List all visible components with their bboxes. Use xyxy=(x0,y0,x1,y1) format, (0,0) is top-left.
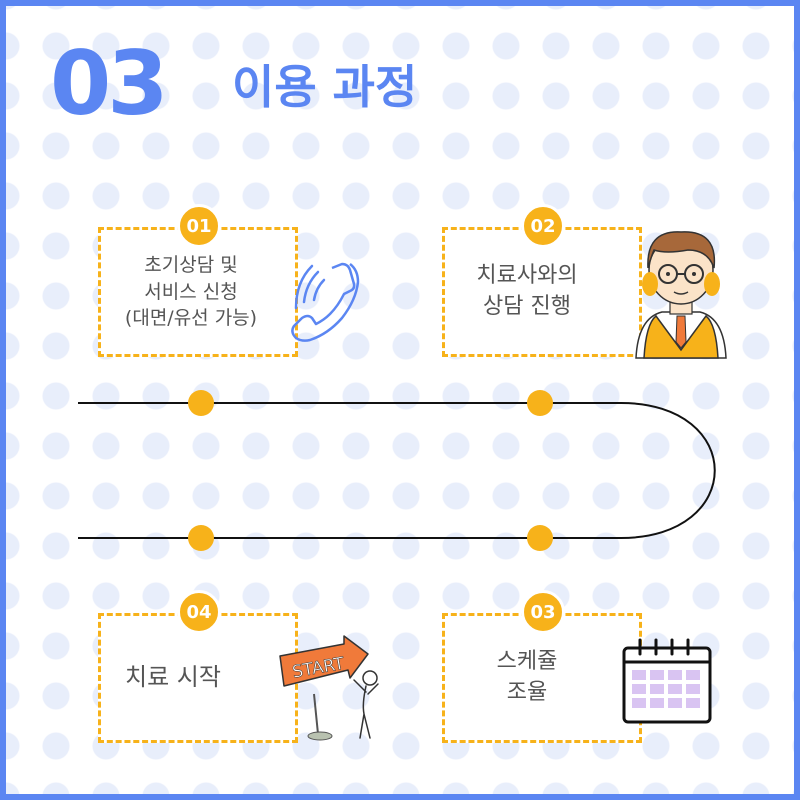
step-label: 초기상담 및 서비스 신청 (대면/유선 가능) xyxy=(124,254,258,330)
route-node-1 xyxy=(188,390,214,416)
calendar-icon xyxy=(622,638,712,724)
step-label: 치료사와의 상담 진행 xyxy=(476,263,578,319)
counselor-illustration xyxy=(635,231,727,359)
page-title: 이용 과정 xyxy=(232,60,418,114)
phone-icon xyxy=(291,262,360,342)
route-node-3 xyxy=(527,525,553,551)
step-label: 치료 시작 xyxy=(125,663,221,692)
route-node-2 xyxy=(527,390,553,416)
process-route xyxy=(78,390,716,551)
step-badge: 04 xyxy=(177,590,221,634)
route-line xyxy=(78,402,716,539)
step-card-01: 초기상담 및 서비스 신청 (대면/유선 가능) xyxy=(98,227,298,357)
step-card-02: 치료사와의 상담 진행 xyxy=(442,227,642,357)
step-badge: 02 xyxy=(521,204,565,248)
start-sign-illustration: START xyxy=(279,635,379,741)
step-badge: 01 xyxy=(177,204,221,248)
step-badge: 03 xyxy=(521,590,565,634)
section-number: 03 xyxy=(50,32,168,135)
step-card-03: 스케쥴 조율 xyxy=(442,613,642,743)
route-node-4 xyxy=(188,525,214,551)
step-label: 스케쥴 조율 xyxy=(496,649,558,705)
